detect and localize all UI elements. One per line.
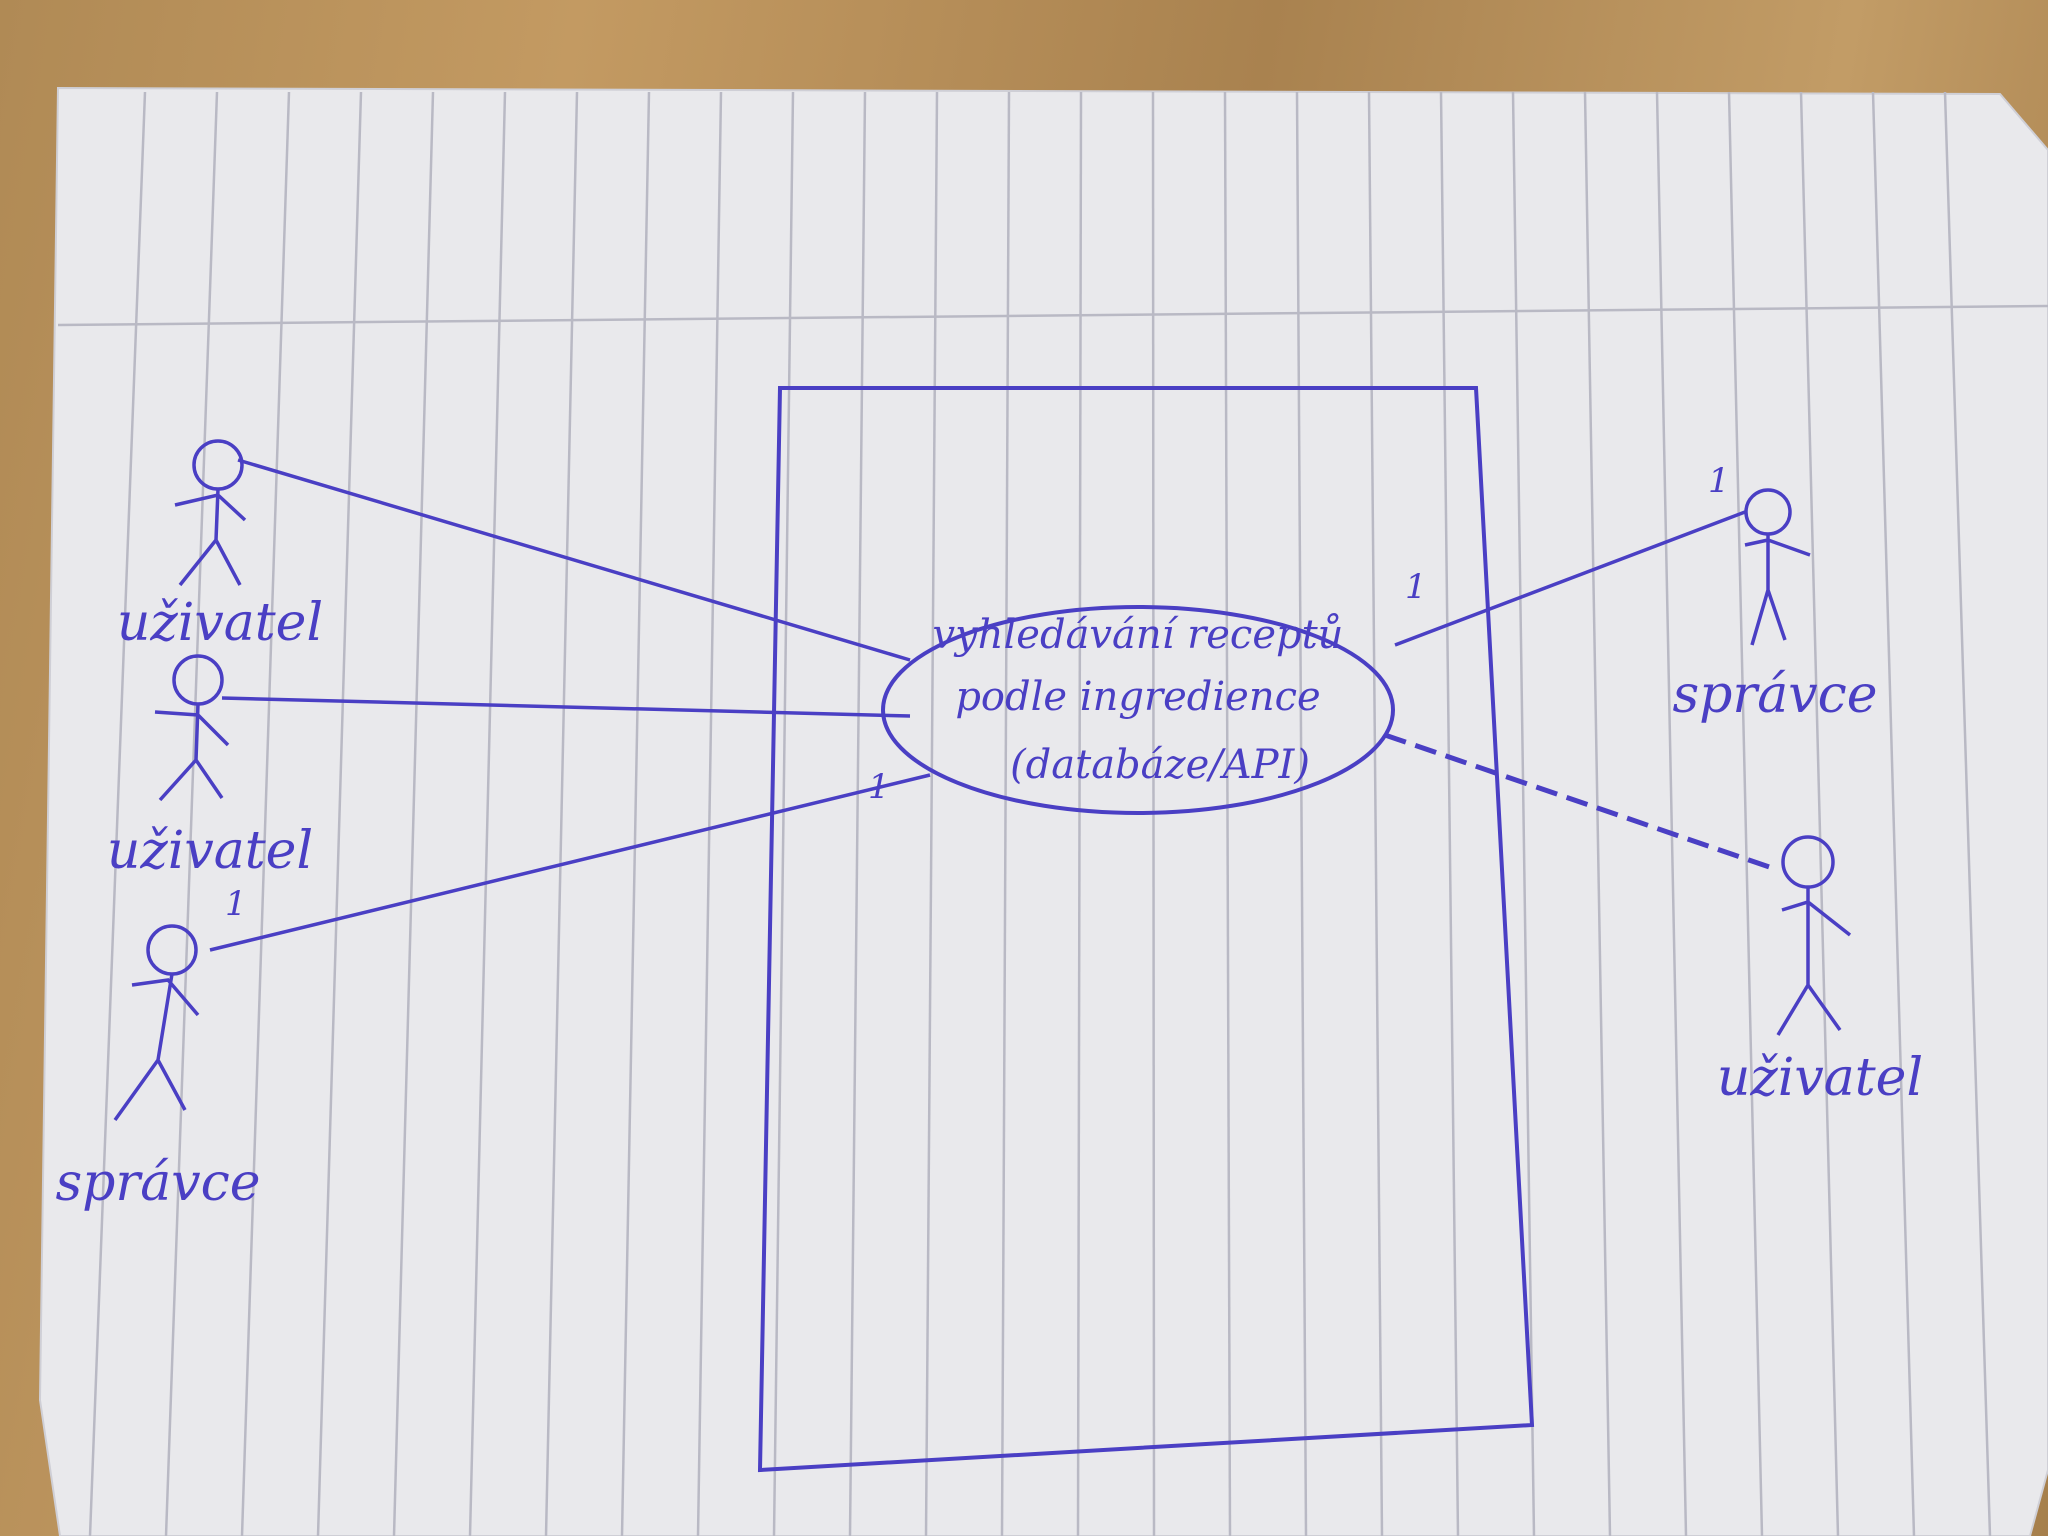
ruled-line xyxy=(164,91,219,1536)
use-case-line-2: podle ingredience xyxy=(955,674,1320,720)
ruled-line xyxy=(620,91,651,1536)
system-boundary xyxy=(757,386,1535,1473)
ruled-line xyxy=(1799,91,1840,1536)
actor-left-1-label: uživatel xyxy=(117,593,323,653)
header-line xyxy=(57,304,2048,327)
ruled-line xyxy=(1655,91,1688,1536)
actor-left-3-body xyxy=(113,973,200,1122)
ruled-line xyxy=(696,91,723,1536)
multiplicity-left-3-usecase: 1 xyxy=(868,767,890,807)
actor-left-2 xyxy=(154,654,230,802)
ruled-line xyxy=(1871,91,1916,1536)
actor-left-2-label: uživatel xyxy=(107,821,313,881)
ruled-line xyxy=(1223,91,1232,1536)
association-left-1 xyxy=(237,458,911,662)
actor-left-1-body xyxy=(174,488,247,587)
actor-left-3 xyxy=(113,924,200,1122)
ruled-line xyxy=(848,91,867,1536)
association-right-1 xyxy=(1394,510,1746,647)
actor-right-2 xyxy=(1776,835,1852,1036)
ruled-lines xyxy=(88,91,1992,1536)
ruled-line xyxy=(1295,91,1308,1536)
actor-right-1 xyxy=(1744,488,1811,646)
actor-right-2-body xyxy=(1776,887,1852,1036)
association-left-3 xyxy=(209,773,931,952)
actor-right-2-label: uživatel xyxy=(1717,1048,1923,1108)
multiplicity-left-3-actor: 1 xyxy=(225,884,247,924)
association-left-2 xyxy=(221,696,911,718)
ruled-line xyxy=(240,91,291,1536)
use-case-line-3: (databáze/API) xyxy=(1010,742,1310,788)
ruled-line xyxy=(1511,91,1536,1536)
ruled-line xyxy=(924,91,939,1536)
ruled-line xyxy=(1727,91,1764,1536)
use-case-line-1: vyhledávání receptů xyxy=(933,612,1344,658)
actor-right-1-label: správce xyxy=(1672,665,1877,725)
actor-left-1 xyxy=(174,439,247,587)
ruled-line xyxy=(316,91,363,1536)
ruled-line xyxy=(1583,91,1612,1536)
actor-left-2-body xyxy=(154,703,230,802)
ruled-line xyxy=(88,91,147,1536)
paper-sheet xyxy=(38,86,2048,1536)
actor-left-3-label: správce xyxy=(55,1153,260,1213)
ruled-line xyxy=(1367,91,1384,1536)
multiplicity-right-1-actor: 1 xyxy=(1708,461,1730,501)
ruled-line xyxy=(1000,91,1011,1536)
ruled-line xyxy=(392,91,435,1536)
ruled-line xyxy=(544,91,579,1536)
association-right-2-dashed xyxy=(1384,732,1779,873)
use-case-ellipse xyxy=(881,605,1395,815)
ruled-line xyxy=(1439,91,1460,1536)
multiplicity-right-1-usecase: 1 xyxy=(1405,567,1427,607)
ruled-line xyxy=(1943,91,1992,1536)
ruled-line xyxy=(468,91,507,1536)
ruled-line xyxy=(1076,91,1083,1536)
ruled-line xyxy=(772,91,795,1536)
actor-right-1-body xyxy=(1744,534,1811,646)
